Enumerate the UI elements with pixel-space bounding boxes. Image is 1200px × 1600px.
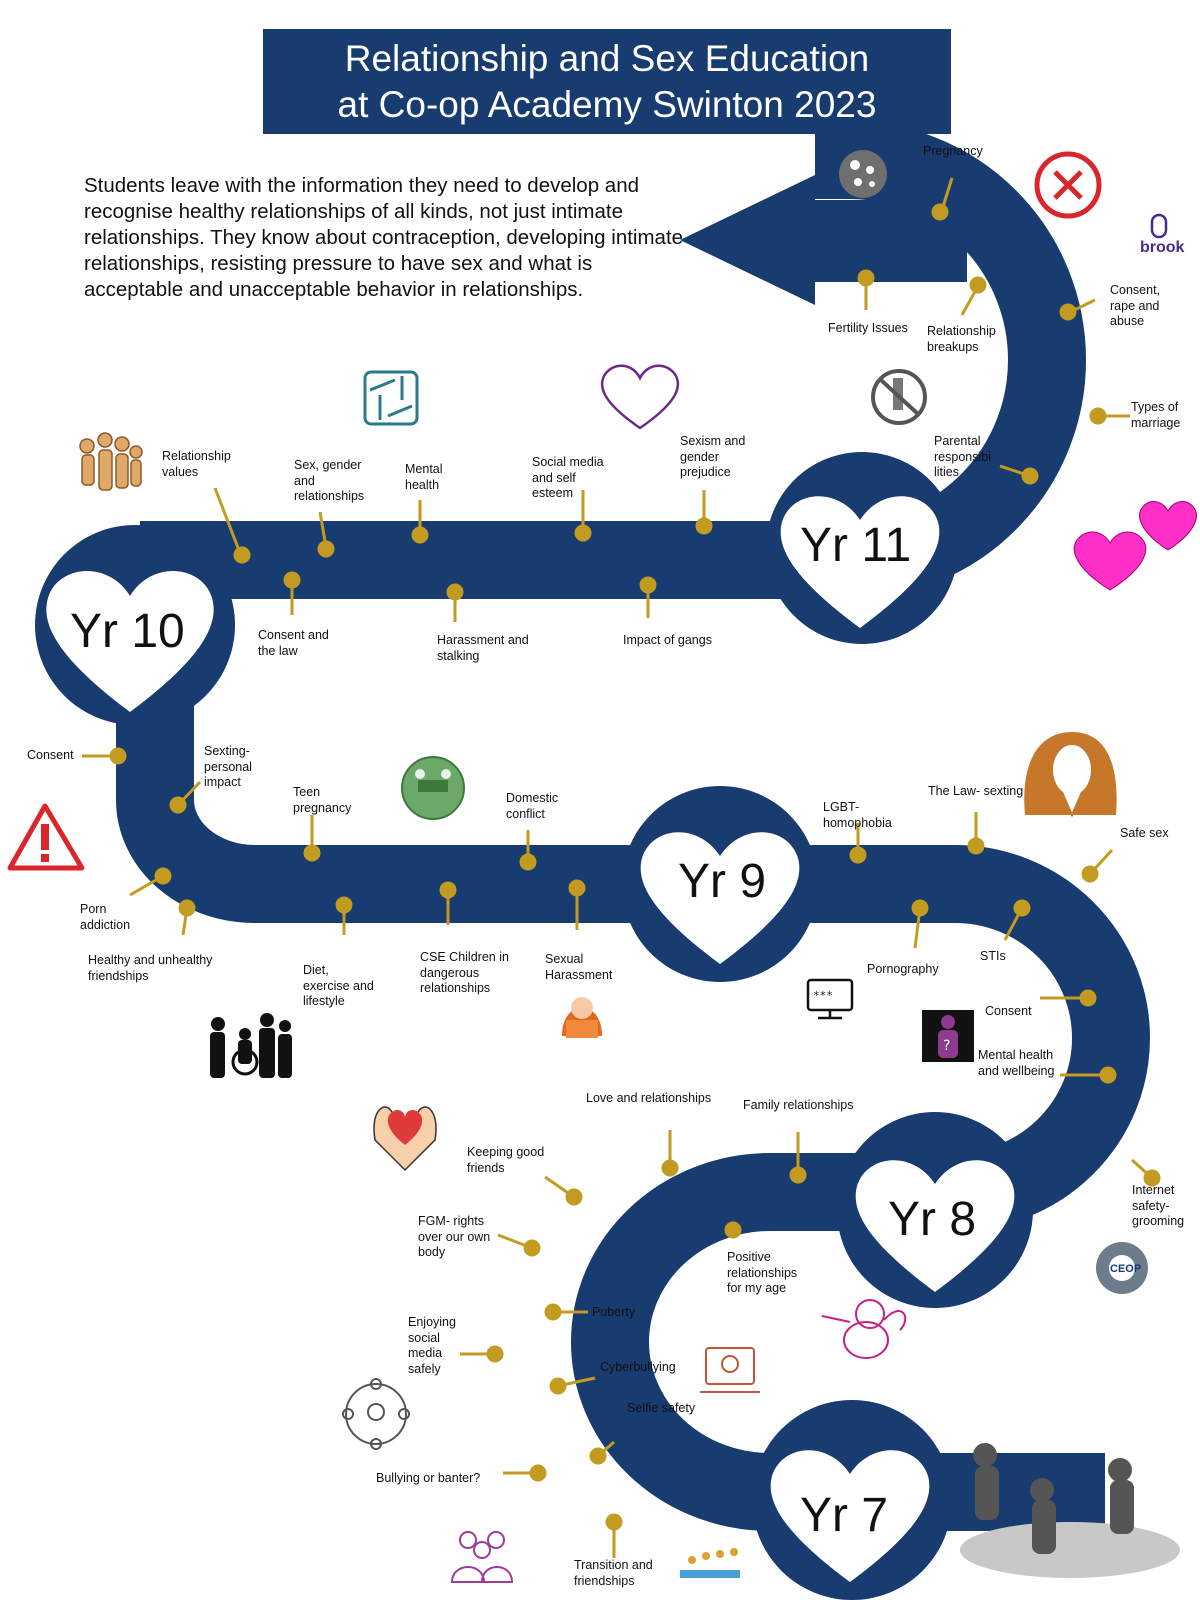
topic-yr8-consent: Consent — [985, 1004, 1032, 1018]
topic-types-of-marriage: Types of marriage — [1131, 400, 1181, 430]
topic-pornography: Pornography — [867, 962, 939, 976]
topic-fgm: FGM- rights over our own body — [418, 1214, 491, 1259]
bacteria-icon — [839, 150, 887, 198]
topic-mental-health-wellbeing: Mental health and wellbeing — [978, 1048, 1055, 1078]
topic-cse: CSE Children in dangerous relationships — [420, 950, 509, 995]
topic-sexism: Sexism and gender prejudice — [680, 434, 746, 479]
red-x-icon — [1034, 151, 1102, 219]
topic-sexting-impact: Sexting- personal impact — [204, 744, 252, 789]
topic-relationship-breakups: Relationship breakups — [927, 324, 996, 354]
intro-paragraph: Students leave with the information they… — [84, 174, 684, 301]
topic-safe-sex: Safe sex — [1120, 826, 1169, 840]
warning-triangle-icon — [7, 803, 85, 871]
yr11-heart — [780, 496, 940, 628]
topic-internet-safety: Internet safety- grooming — [1132, 1183, 1185, 1228]
title-line-1: Relationship and Sex Education — [344, 37, 870, 79]
topic-transition-friendships: Transition and friendships — [574, 1558, 653, 1588]
yr8-label: Yr 8 — [888, 1193, 977, 1246]
skull-laptop-icon — [700, 1347, 760, 1393]
topic-bullying-banter: Bullying or banter? — [376, 1471, 481, 1485]
topic-diet-exercise: Diet, exercise and lifestyle — [303, 963, 374, 1008]
yr7-label: Yr 7 — [800, 1489, 889, 1542]
teamwork-hands-icon — [363, 370, 419, 426]
topic-lgbt-homophobia: LGBT- homophobia — [823, 800, 892, 830]
topic-love-relationships: Love and relationships — [586, 1091, 712, 1105]
topic-relationship-values: Relationship values — [162, 449, 231, 479]
brook-logo-mark — [1150, 213, 1168, 239]
topic-fertility-issues: Fertility Issues — [828, 321, 908, 335]
pink-hearts-icon — [1073, 501, 1197, 591]
hacker-icon — [562, 997, 602, 1038]
group-outline-icon — [450, 1531, 514, 1583]
ceop-logo: CEOP — [1110, 1263, 1142, 1275]
topic-cyberbullying: Cyberbullying — [600, 1360, 676, 1374]
no-alcohol-icon — [871, 369, 927, 425]
svg-text:***: *** — [813, 989, 833, 1002]
judge-icon — [1024, 732, 1117, 818]
ceop-logo-mark — [1096, 1242, 1148, 1294]
hands-heart-icon — [373, 1106, 437, 1172]
topic-mental-health: Mental health — [405, 462, 443, 492]
road-arrow-head — [680, 175, 815, 305]
topic-pregnancy: Pregnancy — [923, 144, 983, 158]
topic-consent-rape-abuse: Consent, rape and abuse — [1110, 283, 1161, 328]
topic-healthy-friendships: Healthy and unhealthy friendships — [88, 953, 213, 983]
social-network-icon — [342, 1378, 410, 1450]
topic-stis: STIs — [980, 949, 1006, 963]
walking-people-icon — [960, 1443, 1180, 1578]
topic-yr9-consent: Consent — [27, 748, 74, 762]
yr9-heart — [640, 832, 800, 964]
title-line-2: at Co-op Academy Swinton 2023 — [337, 83, 877, 125]
topic-parental-responsibilities: Parental responsibi lities — [934, 434, 991, 479]
topic-selfie-safety: Selfie safety — [627, 1401, 696, 1415]
topic-consent-law: Consent and the law — [258, 628, 329, 658]
topic-teen-pregnancy: Teen pregnancy — [293, 785, 352, 815]
topic-impact-gangs: Impact of gangs — [623, 633, 712, 647]
yr11-label: Yr 11 — [800, 519, 912, 572]
topic-sex-gender: Sex, gender and relationships — [294, 458, 365, 503]
topic-social-media-safely: Enjoying social media safely — [408, 1315, 456, 1376]
yr7-heart — [770, 1450, 930, 1582]
topic-puberty: Puberty — [592, 1305, 636, 1319]
topic-domestic-conflict: Domestic conflict — [506, 791, 559, 821]
question-person-icon: ? — [922, 1010, 974, 1062]
topic-keeping-friends: Keeping good friends — [467, 1145, 545, 1175]
cupid-icon — [821, 1299, 907, 1359]
brook-logo: brook — [1140, 239, 1185, 256]
topic-harassment-stalking: Harassment and stalking — [437, 633, 529, 663]
yr9-label: Yr 9 — [678, 855, 767, 908]
topic-law-sexting: The Law- sexting — [928, 784, 1024, 798]
topic-sexual-harassment: Sexual Harassment — [545, 952, 613, 982]
topic-social-media-esteem: Social media and self esteem — [532, 455, 604, 500]
monitor-password-icon: *** — [806, 978, 854, 1020]
silhouette-people-icon — [210, 1013, 292, 1078]
puzzle-people-icon — [680, 1548, 740, 1578]
topic-positive-relationships: Positive relationships for my age — [727, 1250, 798, 1295]
svg-text:?: ? — [943, 1038, 950, 1054]
yr8-heart — [855, 1160, 1015, 1292]
yr10-heart — [46, 571, 214, 712]
heart-outline-icon — [600, 364, 680, 430]
topic-porn-addiction: Porn addiction — [80, 902, 131, 932]
yr10-label: Yr 10 — [70, 605, 185, 658]
title-banner: Relationship and Sex Education at Co-op … — [263, 29, 951, 134]
meeting-icon — [401, 756, 465, 820]
topic-family-relationships: Family relationships — [743, 1098, 854, 1112]
people-group-icon — [79, 432, 143, 491]
